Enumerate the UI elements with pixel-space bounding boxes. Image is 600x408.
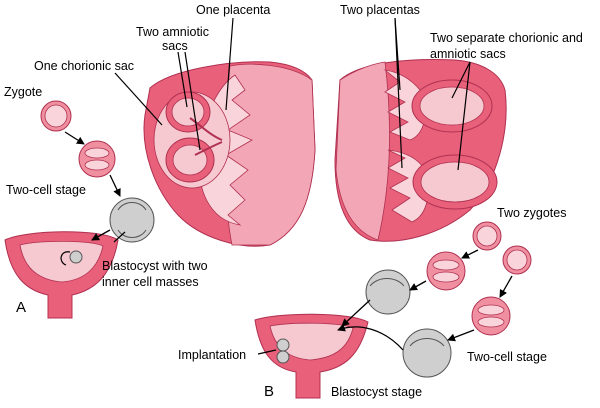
- label-two-amniotic-2: sacs: [162, 39, 188, 53]
- label-two-amniotic-1: Two amniotic: [136, 25, 209, 39]
- arrows: [64, 131, 513, 351]
- label-two-separate-2: amniotic sacs: [430, 47, 506, 61]
- leader-lines: [113, 17, 471, 355]
- label-panel-b: B: [264, 383, 274, 400]
- label-blastocyst-two-1: Blastocyst with two: [102, 259, 208, 273]
- two-cell-b1: [426, 251, 466, 291]
- two-cell-b2: [471, 296, 511, 336]
- two-cell-stage-a-cell: [78, 140, 116, 178]
- development-sequence-a: [40, 100, 155, 243]
- uterus-section-b: [334, 59, 507, 242]
- sac-lower: [420, 161, 490, 203]
- label-blastocyst-stage: Blastocyst stage: [331, 385, 422, 399]
- label-one-placenta: One placenta: [196, 3, 270, 17]
- label-implantation: Implantation: [178, 348, 246, 362]
- label-two-separate-1: Two separate chorionic and: [430, 31, 583, 45]
- text-labels: One placenta Two amniotic sacs One chori…: [4, 3, 583, 400]
- blastocyst-two-masses: [109, 197, 155, 243]
- label-two-cell-stage-b: Two-cell stage: [467, 350, 547, 364]
- sac-upper: [419, 86, 485, 126]
- small-uterus-a: [4, 231, 119, 319]
- label-blastocyst-two-2: inner cell masses: [102, 275, 199, 289]
- label-zygote: Zygote: [4, 85, 42, 99]
- label-two-placentas: Two placentas: [340, 3, 420, 17]
- small-uterus-b: [254, 313, 369, 399]
- label-two-zygotes: Two zygotes: [497, 206, 566, 220]
- label-two-cell-stage-a: Two-cell stage: [6, 183, 86, 197]
- blastocyst-b1: [365, 269, 411, 315]
- label-one-chorionic-sac: One chorionic sac: [34, 59, 134, 73]
- uterus-section-a: [143, 61, 316, 247]
- label-panel-a: A: [16, 299, 26, 316]
- development-sequence-b: [365, 221, 532, 378]
- blastocyst-b2: [402, 328, 452, 378]
